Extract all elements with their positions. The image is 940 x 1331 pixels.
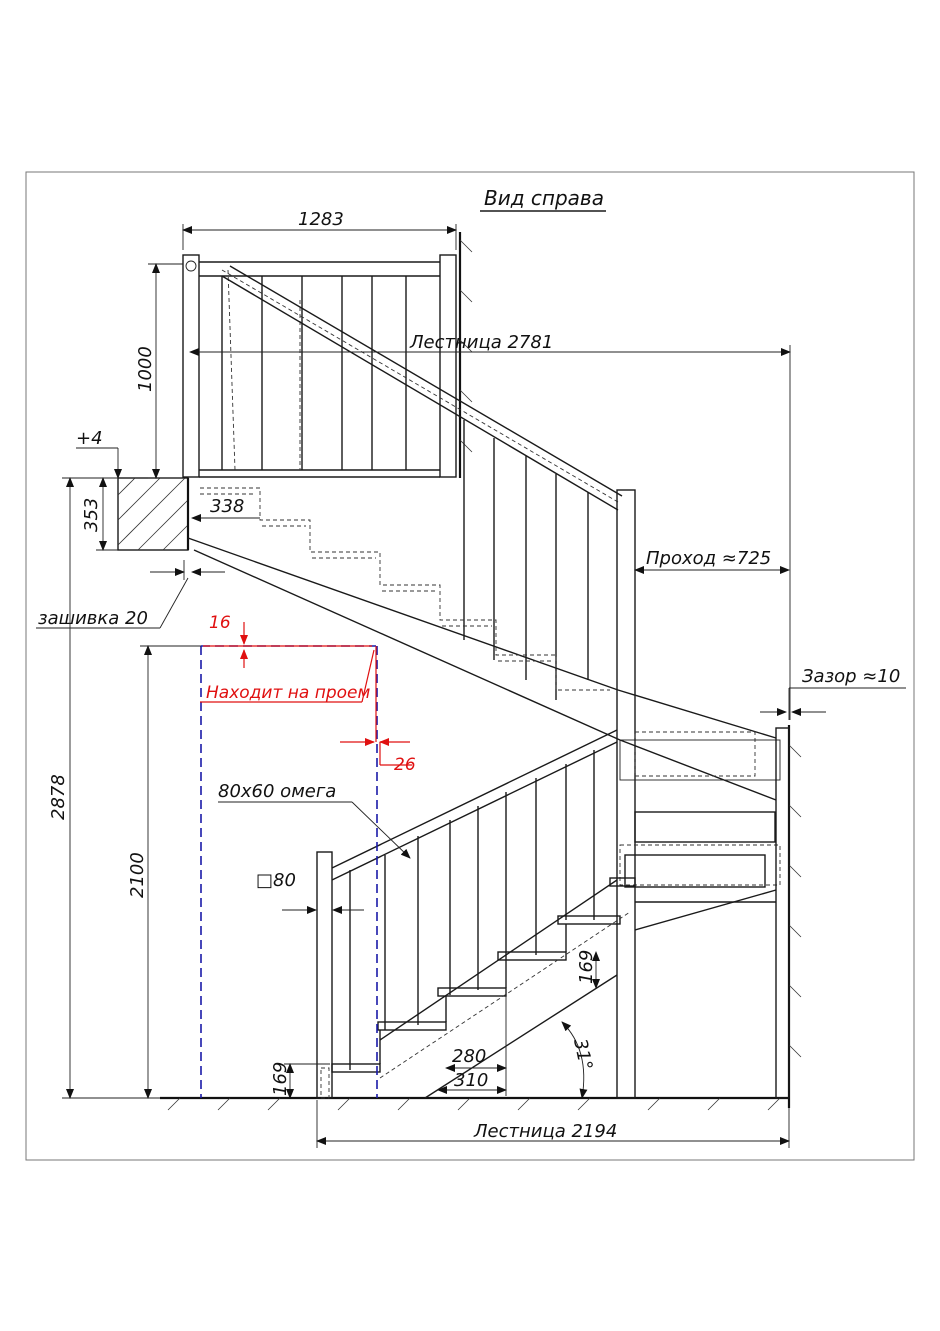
dim-1283: 1283 — [298, 209, 344, 230]
upper-railing — [182, 254, 457, 478]
overlap-note: Находит на проем — [206, 683, 370, 703]
dim-line-sheathing — [36, 560, 225, 629]
dim-line-2781 — [189, 345, 791, 720]
dim-line-2194 — [316, 1100, 790, 1148]
dim-280: 280 — [452, 1046, 486, 1067]
view-title: Вид справа — [484, 186, 604, 210]
dim-16: 16 — [209, 613, 231, 633]
dim-1000: 1000 — [135, 346, 156, 392]
red-annotations — [200, 622, 412, 766]
dim-omega-profile: 80х60 омега — [218, 781, 336, 802]
dim-passage: Проход ≈725 — [646, 548, 771, 569]
dim-310: 310 — [454, 1070, 488, 1091]
dim-post80: □80 — [256, 870, 296, 891]
upper-flight-handrail — [221, 265, 623, 700]
dim-angle-31: 31° — [569, 1037, 596, 1073]
dim-169-lower: 169 — [270, 1062, 291, 1096]
dim-stair-2194: Лестница 2194 — [473, 1121, 617, 1142]
dim-gap: Зазор ≈10 — [802, 666, 900, 687]
dim-sheathing: зашивка 20 — [38, 608, 148, 629]
dim-line-353 — [96, 477, 118, 551]
dim-169-upper: 169 — [576, 950, 597, 984]
dim-line-omega — [218, 801, 411, 859]
dim-353: 353 — [81, 498, 102, 532]
dim-line-280-310 — [437, 960, 507, 1096]
dim-2100: 2100 — [127, 852, 148, 898]
dim-line-169-lower — [284, 1063, 330, 1099]
floor-ground — [160, 1096, 790, 1111]
upper-flight-stringer — [187, 487, 777, 801]
dim-line-2100 — [140, 645, 201, 1099]
drawing-frame — [25, 171, 915, 1161]
dim-2878: 2878 — [48, 774, 69, 820]
dim-line-1283 — [182, 224, 457, 250]
dim-line-2878 — [62, 477, 160, 1099]
dim-338: 338 — [210, 496, 244, 517]
dim-angle — [561, 1021, 588, 1099]
dim-line-gap — [760, 687, 906, 720]
dim-26: 26 — [394, 755, 416, 775]
right-wall — [787, 725, 802, 1108]
upper-wall — [458, 232, 473, 478]
upper-floor-slab — [117, 477, 190, 551]
dim-line-plus4 — [66, 447, 122, 479]
winder-steps — [619, 727, 790, 1099]
dim-line-1000 — [148, 263, 183, 479]
lower-flight — [316, 729, 777, 1099]
dim-plus4: +4 — [76, 428, 103, 449]
central-post — [616, 489, 636, 1099]
dim-stair-2781: Лестница 2781 — [409, 332, 553, 353]
